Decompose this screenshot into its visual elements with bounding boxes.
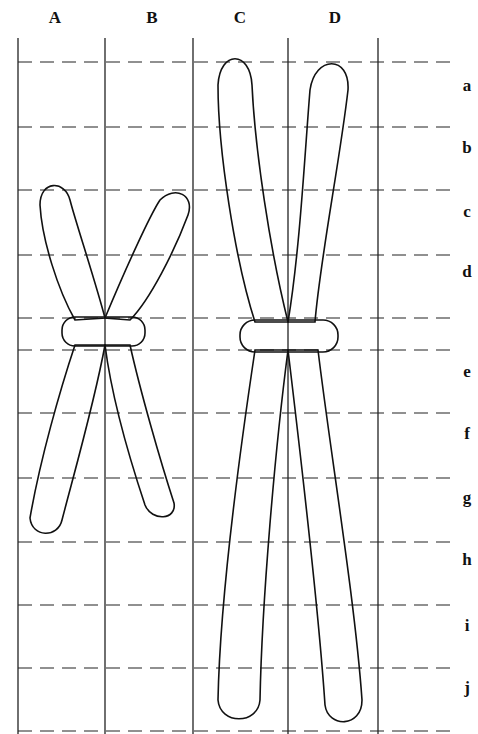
row-label: g	[461, 489, 474, 508]
column-label: A	[47, 9, 63, 28]
grid-lines	[18, 38, 378, 734]
large-chromosome	[218, 59, 362, 722]
dashed-rows	[18, 62, 455, 731]
row-label: c	[461, 203, 473, 222]
small-chromosome	[30, 186, 189, 534]
column-label: C	[232, 9, 248, 28]
row-label: j	[462, 679, 472, 698]
row-label: e	[461, 363, 473, 382]
column-label: D	[327, 9, 343, 28]
row-label: d	[460, 263, 473, 282]
row-label: h	[460, 551, 473, 570]
row-label: i	[463, 617, 472, 636]
row-label: f	[462, 425, 472, 444]
row-label: b	[460, 139, 473, 158]
row-label: a	[461, 77, 474, 96]
column-label: B	[144, 9, 159, 28]
